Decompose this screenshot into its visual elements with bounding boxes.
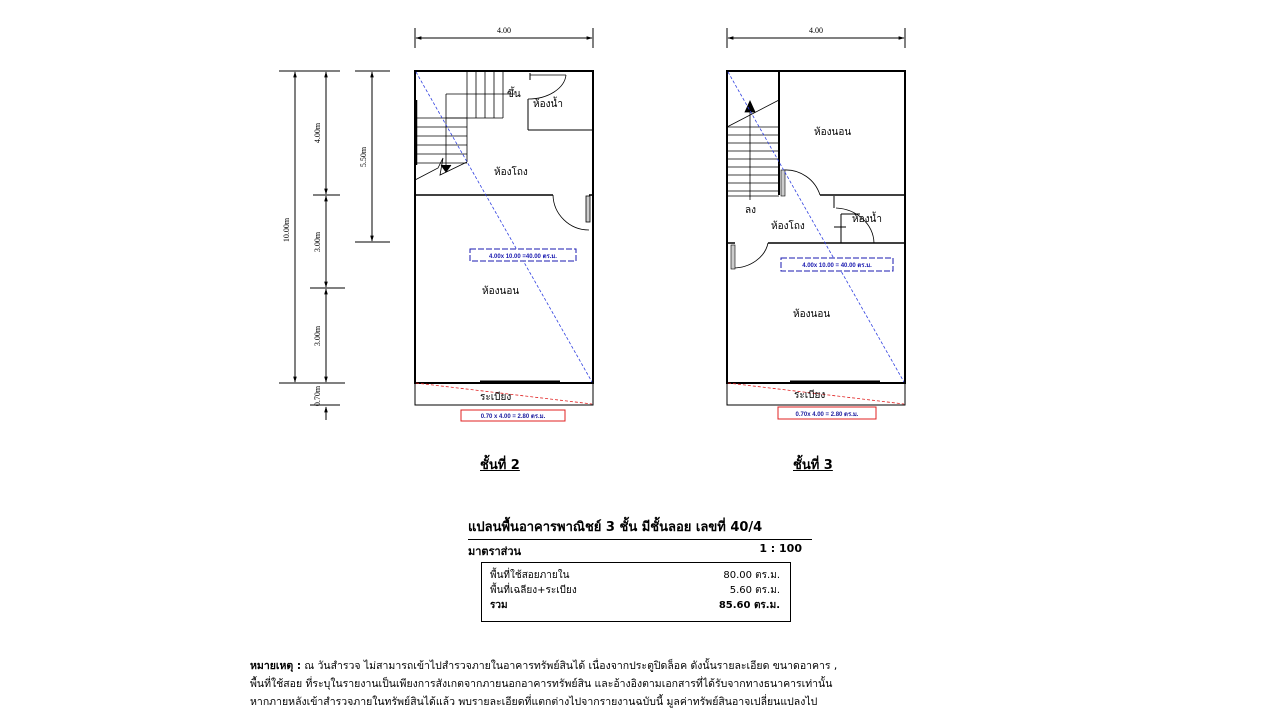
floor-3-balcony-area-box — [777, 406, 877, 420]
plan-title: แปลนพื้นอาคารพาณิชย์ 3 ชั้น มีชั้นลอย เล… — [468, 516, 812, 540]
room-label-bedroom-front: ห้องนอน — [814, 126, 851, 138]
floor-2-interior-area-box — [469, 248, 577, 262]
scale-row: มาตราส่วน 1 : 100 — [468, 540, 812, 560]
area-value: 85.60 ตร.ม. — [718, 600, 780, 611]
dim-segment-2: 3.00m — [313, 231, 322, 252]
floor-3-title: ชั้นที่ 3 — [793, 458, 833, 473]
room-label-bedroom-back: ห้องนอน — [793, 308, 830, 320]
area-row: พื้นที่เฉลียง+ระเบียง 5.60 ตร.ม. — [490, 583, 780, 598]
door-swing — [552, 194, 590, 231]
area-row: พื้นที่ใช้สอยภายใน 80.00 ตร.ม. — [490, 568, 780, 583]
floor-3-interior-area-box — [780, 257, 894, 272]
room-label-bathroom: ห้องน้ำ — [533, 96, 563, 110]
area-summary-table: พื้นที่ใช้สอยภายใน 80.00 ตร.ม. พื้นที่เฉ… — [481, 562, 791, 622]
room-label-balcony: ระเบียง — [794, 389, 825, 401]
area-label: รวม — [490, 600, 508, 611]
note-line-1: หมายเหตุ : ณ วันสำรวจ ไม่สามารถเข้าไปสำร… — [250, 657, 1070, 675]
floor-2-title: ชั้นที่ 2 — [480, 458, 520, 473]
area-label: พื้นที่ใช้สอยภายใน — [490, 570, 570, 581]
area-value: 5.60 ตร.ม. — [729, 585, 780, 596]
area-row-total: รวม 85.60 ตร.ม. — [490, 598, 780, 613]
dim-stair-span: 5.50m — [359, 146, 368, 167]
dim-segment-3: 3.00m — [313, 325, 322, 346]
note-text: ณ วันสำรวจ ไม่สามารถเข้าไปสำรวจภายในอาคา… — [304, 660, 838, 672]
room-label-hall: ห้องโถง — [771, 219, 805, 232]
floor-3-interior-area-text: 4.00x 10.00 = 40.00 ตร.ม. — [802, 262, 872, 269]
floor-2-width-dimension: 4.00 — [414, 26, 594, 48]
room-label-bedroom: ห้องนอน — [482, 285, 519, 297]
dim-segment-1: 4.00m — [313, 122, 322, 143]
dim-total-length: 10.00m — [282, 217, 291, 242]
floor-3-balcony-area-text: 0.70x 4.00 = 2.80 ตร.ม. — [796, 411, 859, 418]
room-label-bathroom: ห้องน้ำ — [852, 211, 882, 225]
room-label-down: ลง — [745, 205, 756, 216]
note-line-3: หากภายหลังเข้าสำรวจภายในทรัพย์สินได้แล้ว… — [250, 696, 818, 708]
floor-2-staircase — [414, 71, 515, 181]
floor-2-plan: 4.00 10.00m 4.00m 3.00m 3.00m 0.70m 5.50… — [279, 26, 594, 422]
floor-2-balcony-area-box — [460, 409, 566, 422]
area-value: 80.00 ตร.ม. — [723, 570, 780, 581]
scale-label: มาตราส่วน — [468, 545, 522, 558]
floor-3-plan: 4.00 — [726, 26, 906, 420]
title-block: แปลนพื้นอาคารพาณิชย์ 3 ชั้น มีชั้นลอย เล… — [468, 516, 812, 560]
floor-3-width-label: 4.00 — [809, 26, 823, 35]
floor-2-width-label: 4.00 — [497, 26, 511, 35]
room-label-balcony: ระเบียง — [480, 391, 511, 403]
remark-note: หมายเหตุ : ณ วันสำรวจ ไม่สามารถเข้าไปสำร… — [250, 657, 1070, 711]
floor-3-width-dimension: 4.00 — [726, 26, 906, 48]
scale-value: 1 : 100 — [759, 542, 802, 555]
room-label-hall: ห้องโถง — [494, 165, 528, 178]
floor-3-staircase — [726, 99, 780, 200]
floor-2-interior-area-text: 4.00x 10.00 =40.00 ตร.ม. — [489, 253, 557, 260]
floor-2-balcony-area-text: 0.70 x 4.00 = 2.80 ตร.ม. — [481, 413, 546, 420]
room-label-up: ขึ้น — [507, 86, 521, 100]
note-line-2: พื้นที่ใช้สอย ที่ระบุในรายงานเป็นเพียงกา… — [250, 678, 833, 690]
dim-balcony: 0.70m — [313, 385, 322, 406]
floor-2-vertical-dimensions: 10.00m 4.00m 3.00m 3.00m 0.70m 5.50m — [279, 70, 390, 420]
area-label: พื้นที่เฉลียง+ระเบียง — [490, 585, 577, 596]
note-label: หมายเหตุ : — [250, 660, 302, 672]
